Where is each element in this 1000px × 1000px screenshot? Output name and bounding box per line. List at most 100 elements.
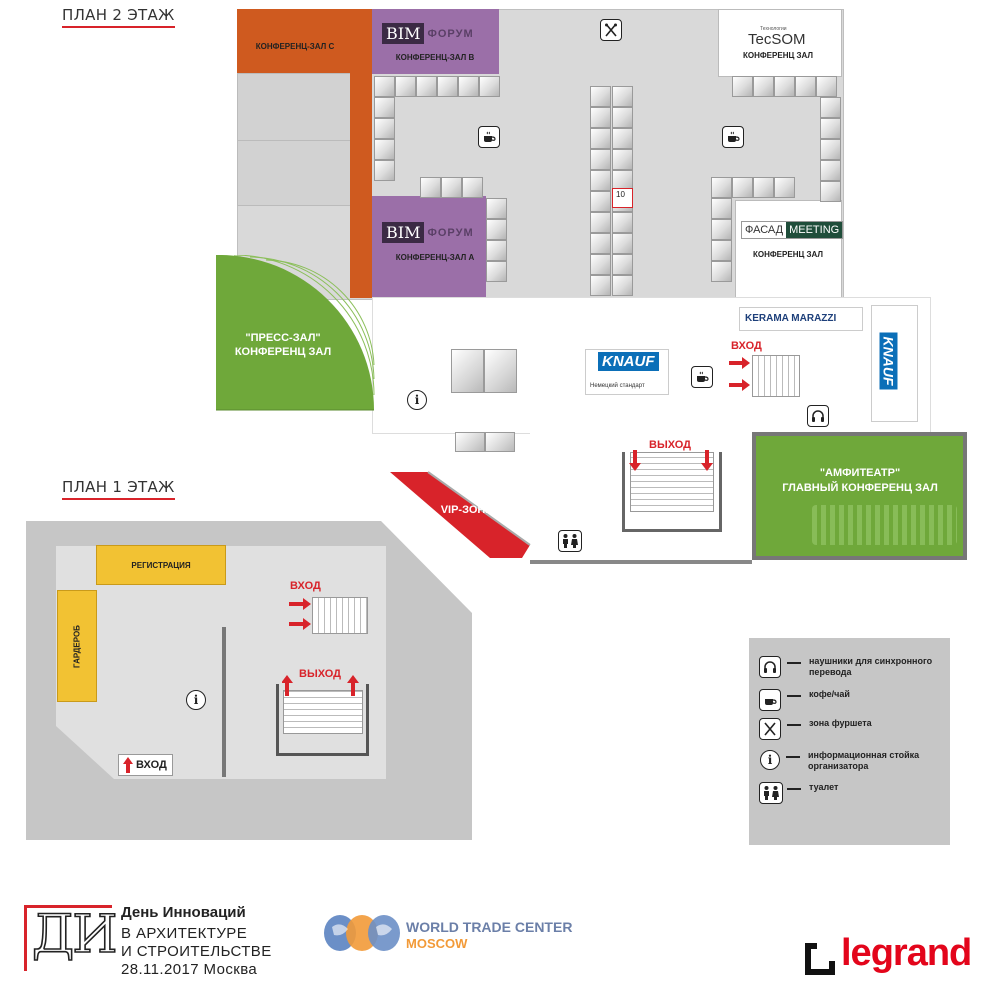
floor1-entrance-bottom[interactable] (118, 754, 173, 776)
registration-desk[interactable] (96, 545, 226, 585)
vip-zone[interactable] (390, 470, 535, 560)
coffee-icon (722, 126, 744, 148)
event-subtitle-2: И СТРОИТЕЛЬСТВЕ (121, 943, 272, 960)
wtc-globe-icon (324, 915, 400, 951)
conf-hall-a[interactable] (372, 196, 486, 298)
info-icon: i (760, 750, 780, 770)
fork-knife-icon (759, 718, 781, 740)
booth-row-top-left (374, 76, 500, 97)
bim-logo-b-sub: ФОРУМ (427, 27, 474, 40)
conf-hall-facade-label: КОНФЕРЕНЦ ЗАЛ (752, 250, 824, 259)
lobby-booth-d (485, 432, 515, 452)
legend-item-coffee: кофе/чай (759, 689, 939, 711)
booth-row-mid-left (420, 177, 483, 198)
conf-hall-tecsom[interactable] (718, 9, 842, 77)
bim-logo-a-main: BIM (382, 222, 425, 243)
booth-col-center-a (590, 86, 611, 296)
wtc-name: WORLD TRADE CENTER (406, 919, 573, 935)
amphitheatre-label-2: ГЛАВНЫЙ КОНФЕРЕНЦ ЗАЛ (782, 482, 938, 494)
event-subtitle-1: В АРХИТЕКТУРЕ (121, 925, 248, 942)
booth-10[interactable] (612, 188, 633, 208)
tecsom-logo: TecSOM (748, 31, 806, 48)
amphitheatre-label-1: "АМФИТЕАТР" (819, 467, 901, 479)
press-hall-label-2: КОНФЕРЕНЦ ЗАЛ (234, 346, 332, 358)
knauf-vertical-logo: KNAUF (879, 332, 898, 390)
booth-col-left (374, 97, 395, 181)
booth-row-mid-right (711, 177, 795, 198)
facade-logo-b: MEETING (786, 222, 843, 238)
floor2-side-room-bottom (237, 140, 351, 206)
amphitheatre-seats (812, 505, 957, 545)
legrand-logo-icon (805, 943, 835, 975)
kerama-marazzi-logo: KERAMA MARAZZI (745, 313, 837, 324)
legend-text-buffet: зона фуршета (809, 718, 872, 728)
knauf-tag: Немецкий стандарт (590, 383, 645, 389)
wardrobe[interactable] (57, 590, 97, 702)
fork-knife-icon (600, 19, 622, 41)
headphones-icon (759, 656, 781, 678)
event-logo-letters: ДИ (31, 904, 118, 966)
entrance-up-arrow-icon (123, 757, 133, 773)
event-title: День Инноваций (121, 904, 246, 921)
legend-panel: наушники для синхронного перевода кофе/ч… (749, 638, 950, 845)
floor1-divider-wall (222, 627, 226, 777)
conf-hall-c-label: КОНФЕРЕНЦ-ЗАЛ С (255, 42, 335, 51)
exit-arrow-icon (629, 450, 713, 471)
event-date: 28.11.2017 Москва (121, 961, 258, 978)
bim-logo-a-sub: ФОРУМ (427, 226, 474, 239)
legend-text-toilet: туалет (809, 782, 839, 792)
bim-logo-b-main: BIM (382, 23, 425, 44)
legend-text-coffee: кофе/чай (809, 689, 850, 699)
toilet-icon (759, 782, 783, 804)
registration-label: РЕГИСТРАЦИЯ (131, 561, 191, 570)
bim-logo-b: BIM ФОРУМ (382, 23, 474, 44)
conf-hall-a-label: КОНФЕРЕНЦ-ЗАЛ А (395, 253, 475, 262)
press-hall-label-1: "ПРЕСС-ЗАЛ" (245, 332, 321, 344)
facade-logo-a: ФАСАД (745, 224, 784, 236)
conf-hall-tecsom-label: КОНФЕРЕНЦ ЗАЛ (742, 51, 814, 60)
headphones-icon (807, 405, 829, 427)
coffee-icon (759, 689, 781, 711)
floor1-entrance-stairs[interactable] (312, 597, 368, 634)
floor2-side-room-top (237, 73, 351, 142)
lobby-booth-a (451, 349, 484, 393)
floor2-entrance-stairs[interactable] (752, 355, 800, 397)
legend-item-toilet: туалет (759, 782, 939, 804)
knauf-logo: KNAUF (598, 352, 659, 371)
booth-row-top-right (732, 76, 837, 97)
conf-hall-c[interactable] (237, 9, 350, 73)
floor1-entrance-top-label: ВХОД (290, 580, 321, 592)
exit-arrow-icon (282, 675, 359, 696)
floor2-exit-stairs-box[interactable] (622, 452, 722, 532)
floor2-exit-stairs (630, 452, 714, 512)
kerama-marazzi-booth[interactable] (739, 307, 863, 331)
floor1-exit-stairs (283, 690, 363, 734)
toilet-icon (558, 530, 582, 552)
info-icon: i (186, 690, 206, 710)
floor2-title: ПЛАН 2 ЭТАЖ (62, 6, 175, 28)
lobby-booth-b (484, 349, 517, 393)
booth-col-mid-right (711, 198, 732, 282)
event-logo-mark (24, 905, 112, 971)
wtc-city: MOSCOW (406, 936, 468, 951)
legend-text-headphones: наушники для синхронного перевода (809, 656, 933, 677)
booth-10-number: 10 (616, 190, 625, 199)
bim-logo-a: BIM ФОРУМ (382, 222, 474, 243)
coffee-icon (691, 366, 713, 388)
booth-col-right (820, 97, 841, 202)
orange-corridor (350, 9, 372, 298)
tecsom-logo-small: Технологии (760, 26, 787, 32)
press-hall[interactable] (216, 255, 396, 415)
legend-text-info: информационная стойка организатора (808, 750, 920, 771)
floor1-title: ПЛАН 1 ЭТАЖ (62, 478, 175, 500)
vip-zone-label: VIP-ЗОНА (440, 504, 494, 516)
entrance-arrow-icon (289, 598, 311, 630)
conf-hall-b-label: КОНФЕРЕНЦ-ЗАЛ В (395, 53, 475, 62)
legend-item-info: i информационная стойка организатора (759, 750, 938, 772)
floor1-exit-box[interactable] (276, 684, 369, 756)
facade-logo: ФАСАД MEETING (741, 221, 844, 239)
legend-item-buffet: зона фуршета (759, 718, 939, 740)
booth-col-mid-left (486, 198, 507, 282)
floor1-entrance-bottom-label: ВХОД (136, 759, 167, 771)
conf-hall-facade[interactable] (735, 200, 842, 300)
